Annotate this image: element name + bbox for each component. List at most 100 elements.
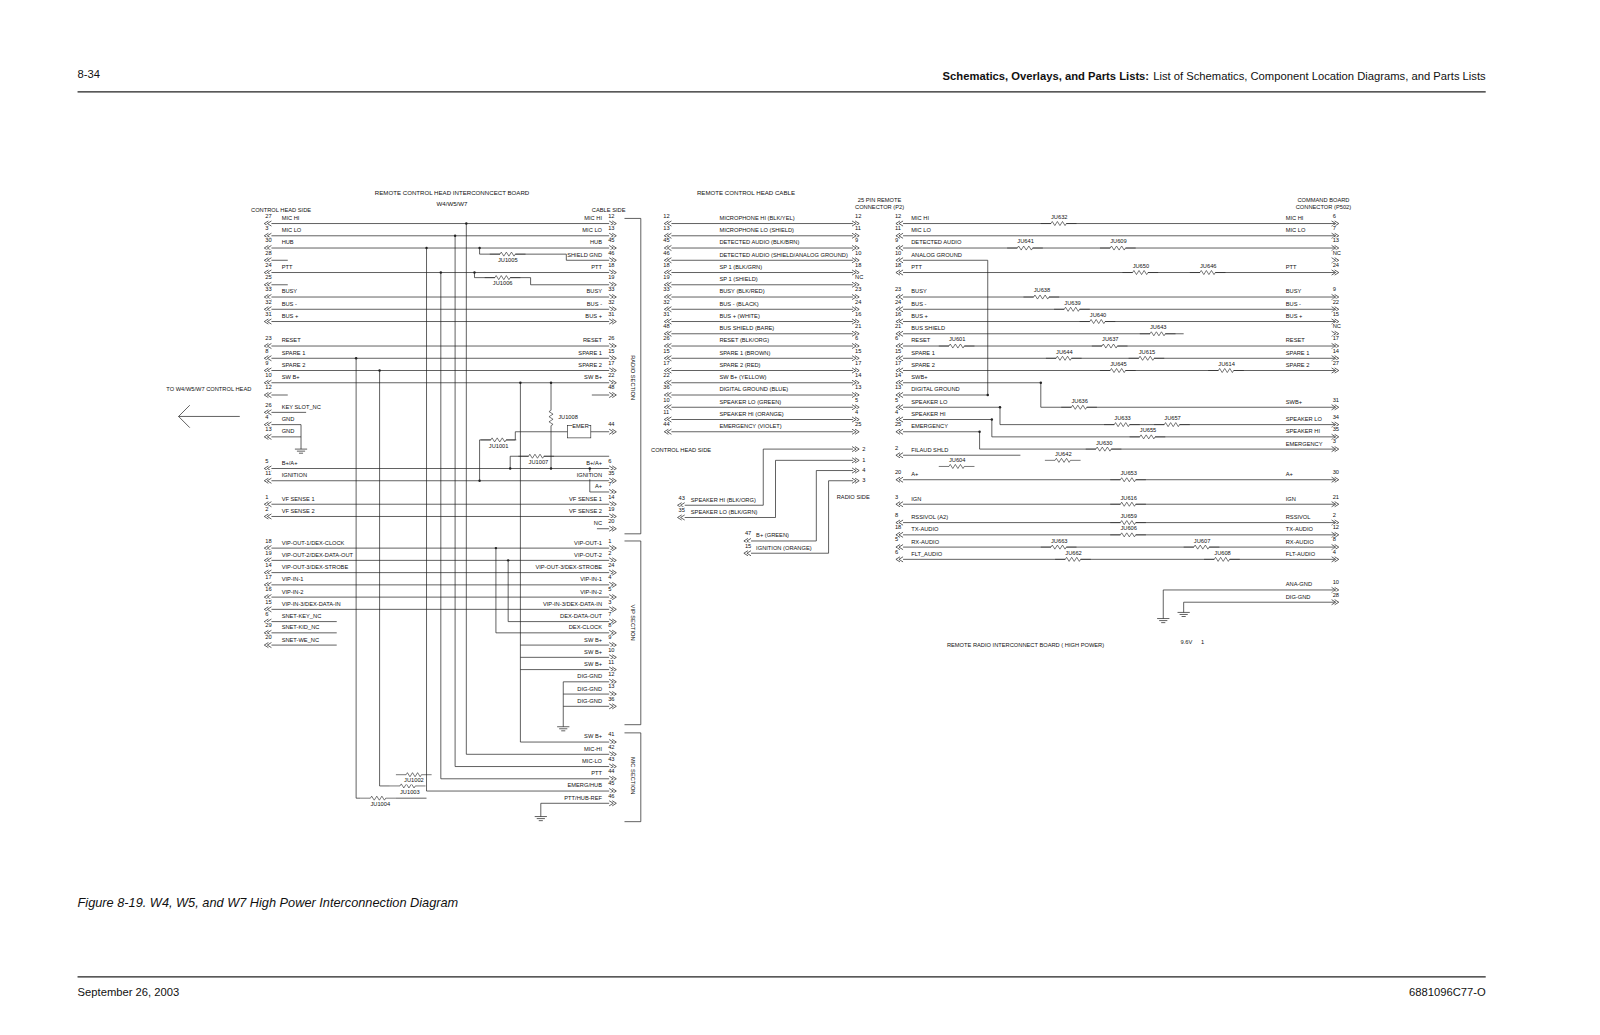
side-label: RADIO SIDE xyxy=(837,494,870,501)
resistor-label: JU638 xyxy=(1034,287,1051,294)
resistor-symbol xyxy=(1190,270,1226,274)
wire-name: SP 1 (SHIELD) xyxy=(719,276,757,283)
junction-dot xyxy=(425,247,427,249)
pin-number: 15 xyxy=(265,599,271,606)
signal-name: ANA-GND xyxy=(1286,581,1312,588)
signal-name: EMERGENCY xyxy=(911,423,948,430)
resistor-symbol xyxy=(1110,478,1146,482)
side-label: CONTROL HEAD SIDE xyxy=(251,207,311,214)
resistor-label: JU1003 xyxy=(400,788,420,795)
connector-pin xyxy=(896,453,903,458)
signal-name: A+ xyxy=(595,483,602,490)
signal-name: B+/A+ xyxy=(586,460,602,467)
resistor-label: JU615 xyxy=(1139,349,1156,356)
resistor-symbol xyxy=(1110,521,1146,525)
resistor-label: JU640 xyxy=(1090,312,1107,319)
ground-symbol xyxy=(1157,619,1169,623)
wire xyxy=(380,371,390,786)
wire xyxy=(520,669,609,670)
pin-number: 20 xyxy=(608,518,614,525)
wire-name: SPARE 1 (BROWN) xyxy=(719,350,770,357)
pin-number: 1 xyxy=(608,537,611,544)
pin-number: 17 xyxy=(895,360,901,367)
wire xyxy=(271,632,336,633)
signal-name: TX-AUDIO xyxy=(911,526,938,533)
signal-name: SW B+ xyxy=(584,733,602,740)
wire xyxy=(271,235,609,236)
signal-name: SW B+ xyxy=(584,649,602,656)
signal-name: TX-AUDIO xyxy=(1286,526,1313,533)
pin-number: 24 xyxy=(855,299,861,306)
pin-number: 12 xyxy=(855,213,861,220)
resistor-symbol xyxy=(1007,246,1043,250)
pin-number: 43 xyxy=(608,756,614,763)
wire xyxy=(903,432,1335,449)
resistor-symbol xyxy=(1110,533,1146,537)
wire xyxy=(1183,602,1184,612)
pin-number: 4 xyxy=(855,409,858,416)
wire xyxy=(271,346,609,347)
pin-number: 2 xyxy=(1333,512,1336,519)
pin-number: 15 xyxy=(745,543,751,550)
wire-name: BUS SHIELD (BARE) xyxy=(719,325,774,332)
wire xyxy=(671,223,853,224)
pin-number: 48 xyxy=(608,384,614,391)
signal-name: PTT xyxy=(1286,264,1297,271)
pin-number: 2 xyxy=(265,506,268,513)
resistor-label: JU650 xyxy=(1133,263,1150,270)
wire xyxy=(396,798,427,799)
wire xyxy=(671,284,853,285)
signal-name: FLT_AUDIO xyxy=(911,551,942,558)
connector-pin xyxy=(609,704,616,709)
wire xyxy=(520,645,609,646)
connector-pin xyxy=(264,643,271,648)
pin-number: 19 xyxy=(663,274,669,281)
signal-name: IGNITION xyxy=(282,472,307,479)
connector-pin xyxy=(264,514,271,519)
pin-number: 32 xyxy=(663,299,669,306)
pin-number: 36 xyxy=(663,384,669,391)
signal-name: SNET-WE_NC xyxy=(282,636,319,643)
wire xyxy=(510,456,609,468)
connector-pin xyxy=(852,447,859,452)
connector-pin xyxy=(264,434,271,439)
pin-number: 27 xyxy=(1333,360,1339,367)
header-rule xyxy=(78,91,1486,92)
resistor-symbol xyxy=(1023,295,1059,299)
wire xyxy=(271,358,609,359)
section-label: MIC SECTION xyxy=(629,757,636,794)
pin-number: 4 xyxy=(265,414,268,421)
connector-pin xyxy=(609,526,616,531)
signal-name: SWB+ xyxy=(911,374,927,381)
wire xyxy=(903,358,1335,359)
signal-name: MIC LO xyxy=(582,227,602,234)
resistor-label: JU657 xyxy=(1164,415,1181,422)
pin-number: 22 xyxy=(663,372,669,379)
signal-name: VIP-IN-1 xyxy=(580,576,602,583)
resistor-symbol xyxy=(1140,332,1176,336)
document-number: 6881096C77-O xyxy=(1409,985,1486,998)
pin-number: 17 xyxy=(608,360,614,367)
wire xyxy=(271,321,609,322)
junction-dot xyxy=(454,235,456,237)
section-bracket xyxy=(624,218,640,533)
resistor-symbol xyxy=(1100,246,1136,250)
signal-name: SPARE 2 xyxy=(282,362,306,369)
pin-number: 44 xyxy=(608,421,614,428)
wire xyxy=(563,681,609,682)
signal-name: BUS - xyxy=(911,301,926,308)
pin-number: 19 xyxy=(265,550,271,557)
wire xyxy=(671,321,853,322)
resistor-label: JU616 xyxy=(1120,495,1137,502)
pin-number: 12 xyxy=(1333,524,1339,531)
pin-number: 6 xyxy=(265,611,268,618)
pin-number: 20 xyxy=(895,469,901,476)
resistor-symbol xyxy=(1046,356,1082,360)
pin-number: 4 xyxy=(862,467,865,474)
signal-name: BUS - xyxy=(1286,301,1301,308)
signal-name: HUB xyxy=(590,239,602,246)
pin-number: 21 xyxy=(895,323,901,330)
pin-number: 12 xyxy=(608,213,614,220)
resistor-symbol xyxy=(1086,447,1122,451)
